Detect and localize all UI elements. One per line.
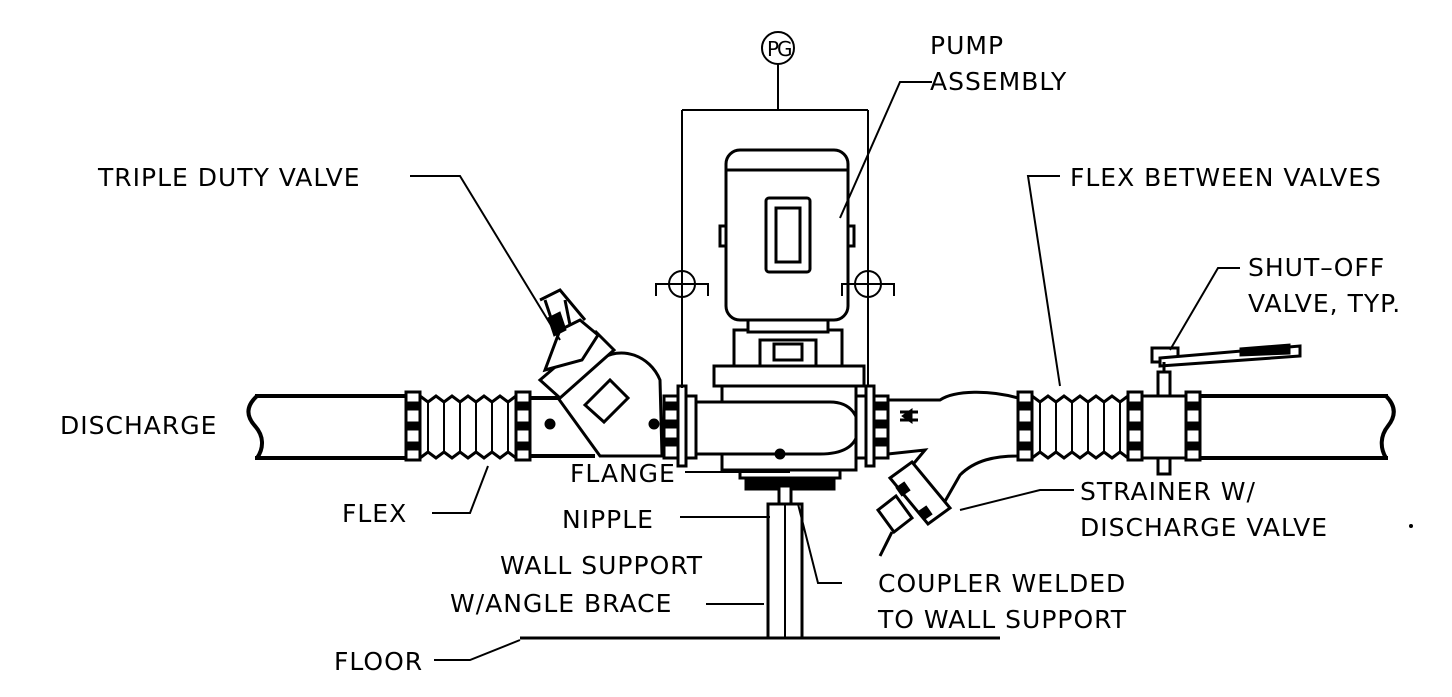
wall-support-label-2: W/ANGLE BRACE <box>450 589 672 618</box>
pump-casing <box>694 382 860 491</box>
pump-flange-right <box>854 384 890 468</box>
shut-off-valve <box>1140 343 1302 476</box>
strainer-label-2: DISCHARGE VALVE <box>1080 513 1328 542</box>
leader-lines <box>410 81 1240 661</box>
floor-label: FLOOR <box>334 647 423 676</box>
pipe-segment-left <box>530 396 595 458</box>
shut-off-label-1: SHUT–OFF <box>1248 253 1385 282</box>
triple-duty-valve <box>537 288 664 458</box>
shut-off-label-2: VALVE, TYP. <box>1248 289 1401 318</box>
pump-flange-left <box>662 384 698 468</box>
discharge-pipe <box>246 394 408 460</box>
flange-label: FLANGE <box>570 459 676 488</box>
wall-support-label-1: WALL SUPPORT <box>500 551 703 580</box>
suction-pipe-right <box>1200 394 1396 460</box>
strainer <box>875 390 1020 557</box>
pump-assembly-label-1: PUMP <box>930 31 1004 60</box>
left-flex-connector <box>404 390 532 462</box>
strainer-label-1: STRAINER W/ <box>1080 477 1256 506</box>
flex-between-valves-label: FLEX BETWEEN VALVES <box>1070 163 1382 192</box>
coupler-label-1: COUPLER WELDED <box>878 569 1126 598</box>
coupler-label-2: TO WALL SUPPORT <box>877 605 1127 634</box>
nipple-label: NIPPLE <box>562 505 654 534</box>
labels: PG PUMP ASSEMBLY TRIPLE DUTY VALVE FLEX … <box>60 31 1401 676</box>
flex-label: FLEX <box>342 499 407 528</box>
pump-motor <box>712 148 866 388</box>
wall-support <box>520 477 1000 640</box>
discharge-label: DISCHARGE <box>60 411 217 440</box>
triple-duty-valve-label: TRIPLE DUTY VALVE <box>97 163 360 192</box>
pg-label: PG <box>767 37 791 61</box>
stray-dot <box>1409 524 1413 528</box>
right-flex-connector <box>1016 390 1144 462</box>
pump-assembly-label-2: ASSEMBLY <box>930 67 1067 96</box>
